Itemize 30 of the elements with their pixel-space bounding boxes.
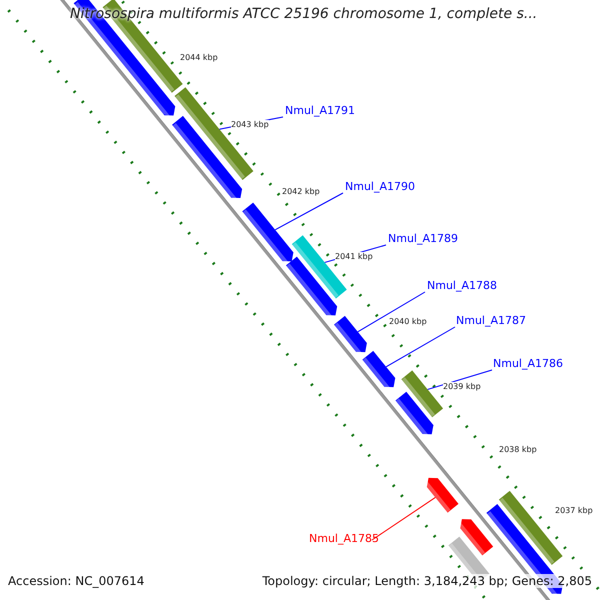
gene-label: Nmul_A1788 [427,279,497,292]
leader-line [357,292,426,332]
gene-feature [334,316,367,354]
scale-label: 2042 kbp [282,187,320,196]
leader-line [386,326,456,368]
scale-label: 2039 kbp [443,382,481,391]
scale-label: 2037 kbp [555,506,593,515]
gene-label: Nmul_A1790 [345,180,415,193]
gene-feature [242,202,294,263]
gene-label: Nmul_A1786 [493,357,563,370]
info-text: Accession: NC_007614 [8,574,144,588]
leader-line [372,496,436,540]
gene-label: Nmul_A1785 [309,532,379,545]
leader-line [427,370,492,390]
gene-feature [460,519,494,556]
gene-feature [286,256,338,317]
gene-label: Nmul_A1789 [388,232,458,245]
gene-bar [401,370,444,418]
scale-label: 2038 kbp [499,445,537,454]
scale-label: 2044 kbp [180,53,218,62]
gene-feature [426,478,458,513]
gene-feature [395,392,434,436]
scale-label: 2041 kbp [335,252,373,261]
scale-label: 2040 kbp [389,317,427,326]
gene-label: Nmul_A1791 [285,104,355,117]
leader-line [274,192,344,230]
gene-feature [362,350,396,389]
scale-label: 2043 kbp [231,120,269,129]
gene-label: Nmul_A1787 [456,314,526,327]
gene-bar [174,87,254,180]
